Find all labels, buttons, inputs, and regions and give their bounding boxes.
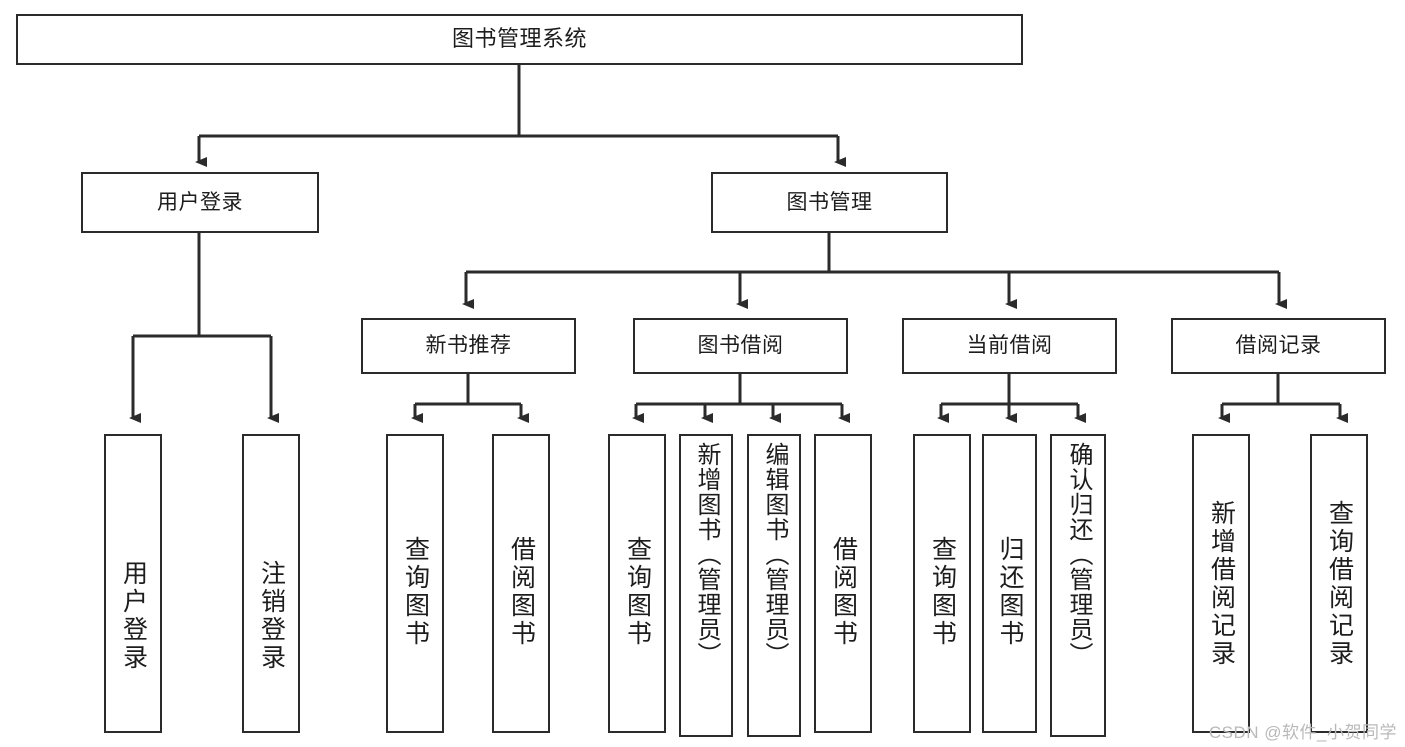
node-label: 借阅图书 — [829, 536, 858, 648]
leaf-borrow-book-recommend[interactable]: 借阅图书 — [492, 434, 550, 733]
leaf-logout-login[interactable]: 注销登录 — [242, 434, 300, 733]
node-label: 图书借阅 — [697, 334, 784, 358]
node-label: 查询图书 — [401, 536, 430, 648]
leaf-borrow-book-borrow[interactable]: 借阅图书 — [814, 434, 872, 733]
node-label: 查询图书 — [928, 536, 957, 648]
leaf-confirm-return-admin[interactable]: 确认归还（管理员） — [1050, 434, 1106, 737]
node-label: 查询图书 — [623, 536, 652, 648]
leaf-add-book-admin[interactable]: 新增图书（管理员） — [679, 434, 733, 737]
node-label: 图书管理系统 — [451, 26, 587, 52]
leaf-query-book-borrow[interactable]: 查询图书 — [608, 434, 666, 733]
node-label: 用户登录 — [119, 560, 148, 672]
leaf-add-borrow-record[interactable]: 新增借阅记录 — [1192, 434, 1250, 733]
node-label: 新书推荐 — [425, 334, 512, 358]
node-current-borrow[interactable]: 当前借阅 — [902, 318, 1117, 374]
leaf-query-book-recommend[interactable]: 查询图书 — [386, 434, 444, 733]
node-label: 编辑图书（管理员） — [761, 442, 788, 667]
leaf-query-borrow-record[interactable]: 查询借阅记录 — [1310, 434, 1368, 733]
node-label: 当前借阅 — [966, 334, 1053, 358]
csdn-watermark: CSDN @软件_小贺同学 — [1208, 723, 1397, 742]
node-root-book-management-system[interactable]: 图书管理系统 — [16, 14, 1023, 65]
node-label: 归还图书 — [996, 536, 1024, 648]
node-label: 借阅图书 — [507, 536, 536, 648]
leaf-edit-book-admin[interactable]: 编辑图书（管理员） — [747, 434, 801, 737]
node-label: 新增借阅记录 — [1207, 500, 1236, 668]
node-label: 注销登录 — [257, 560, 286, 672]
node-label: 确认归还（管理员） — [1065, 442, 1092, 667]
node-label: 借阅记录 — [1235, 334, 1322, 358]
leaf-query-book-current[interactable]: 查询图书 — [913, 434, 971, 733]
node-user-login[interactable]: 用户登录 — [81, 172, 319, 233]
node-borrow-record[interactable]: 借阅记录 — [1171, 318, 1386, 374]
node-label: 新增图书（管理员） — [693, 442, 720, 667]
node-book-borrow[interactable]: 图书借阅 — [633, 318, 848, 374]
node-label: 查询借阅记录 — [1325, 500, 1354, 668]
leaf-user-login[interactable]: 用户登录 — [104, 434, 162, 733]
node-book-management[interactable]: 图书管理 — [711, 172, 948, 233]
leaf-return-book[interactable]: 归还图书 — [982, 434, 1037, 733]
node-new-book-recommend[interactable]: 新书推荐 — [361, 318, 576, 374]
node-label: 用户登录 — [157, 190, 243, 214]
node-label: 图书管理 — [786, 190, 873, 214]
